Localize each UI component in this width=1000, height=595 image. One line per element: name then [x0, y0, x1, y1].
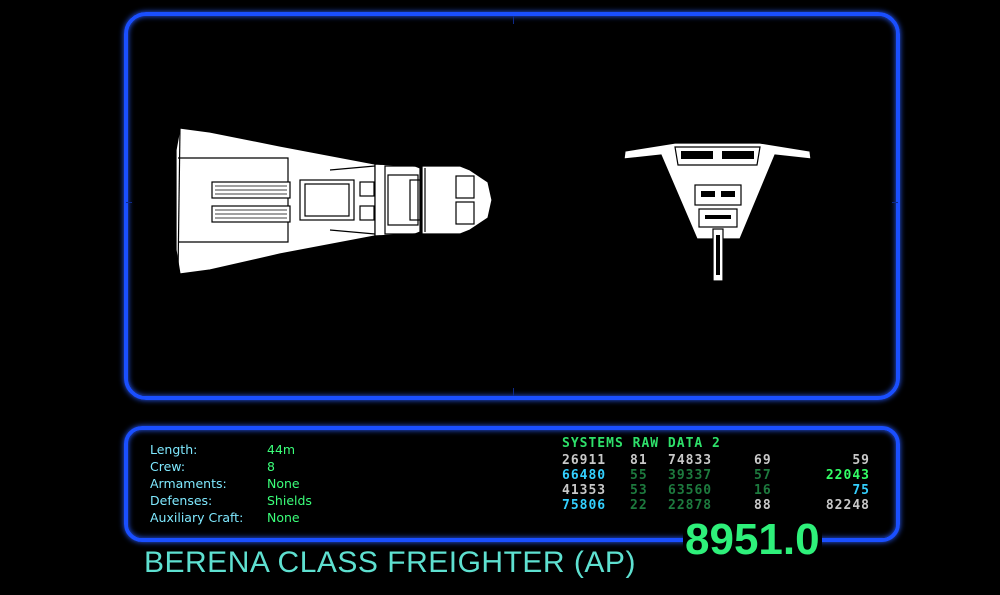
- spec-row-length: Length: 44m: [150, 441, 312, 458]
- raw-data-cell: 74833: [668, 453, 713, 468]
- readout-number: 8951.0: [683, 515, 822, 565]
- spec-label: Auxiliary Craft:: [150, 510, 244, 525]
- spec-value: None: [267, 476, 300, 491]
- raw-data-cell: 82248: [825, 498, 870, 513]
- spec-label: Length:: [150, 442, 198, 457]
- spec-row-crew: Crew: 8: [150, 458, 312, 475]
- raw-data-cell: 39337: [668, 468, 713, 483]
- raw-data-cell: 55: [630, 468, 648, 483]
- spec-value: Shields: [267, 493, 312, 508]
- raw-data-cell: 26911: [562, 453, 607, 468]
- raw-data-title: SYSTEMS RAW DATA 2: [562, 436, 721, 451]
- raw-data-cell: 22043: [825, 468, 870, 483]
- raw-data-cell: 22: [630, 498, 648, 513]
- raw-data-cell: 59: [852, 453, 870, 468]
- spec-label: Defenses:: [150, 493, 213, 508]
- raw-data-cell: 66480: [562, 468, 607, 483]
- spec-label: Armaments:: [150, 476, 227, 491]
- spec-row-armaments: Armaments: None: [150, 475, 312, 492]
- raw-data-cell: 41353: [562, 483, 607, 498]
- center-tick-left: [126, 202, 132, 203]
- spec-value: 44m: [267, 442, 296, 457]
- raw-data-row: 26911 81 74833 69 59: [562, 453, 870, 468]
- raw-data-cell: 69: [754, 453, 772, 468]
- center-tick-top: [513, 16, 514, 24]
- spec-value: None: [267, 510, 300, 525]
- spec-label: Crew:: [150, 459, 186, 474]
- raw-data-row: 41353 53 63560 16 75: [562, 483, 870, 498]
- center-tick-right: [892, 202, 898, 203]
- spec-row-defenses: Defenses: Shields: [150, 492, 312, 509]
- ship-side-view-schematic: [175, 127, 493, 275]
- schematic-viewer-frame: [124, 12, 900, 400]
- raw-data-cell: 75806: [562, 498, 607, 513]
- ship-specs-list: Length: 44m Crew: 8 Armaments: None Defe…: [150, 441, 312, 526]
- raw-data-cell: 81: [630, 453, 648, 468]
- spec-value: 8: [267, 459, 275, 474]
- raw-data-cell: 75: [852, 483, 870, 498]
- raw-data-cell: 16: [754, 483, 772, 498]
- raw-data-cell: 63560: [668, 483, 713, 498]
- raw-data-cell: 22878: [668, 498, 713, 513]
- spec-row-auxiliary-craft: Auxiliary Craft: None: [150, 509, 312, 526]
- raw-data-cell: 53: [630, 483, 648, 498]
- raw-data-cell: 88: [754, 498, 772, 513]
- raw-data-row: 75806 22 22878 88 82248: [562, 498, 870, 513]
- ship-info-panel: [124, 426, 900, 542]
- center-tick-bottom: [513, 388, 514, 396]
- ship-class-title: BERENA CLASS FREIGHTER (AP): [144, 546, 636, 579]
- raw-data-row: 66480 55 39337 57 22043: [562, 468, 870, 483]
- ship-front-view-schematic: [623, 142, 812, 282]
- raw-data-cell: 57: [754, 468, 772, 483]
